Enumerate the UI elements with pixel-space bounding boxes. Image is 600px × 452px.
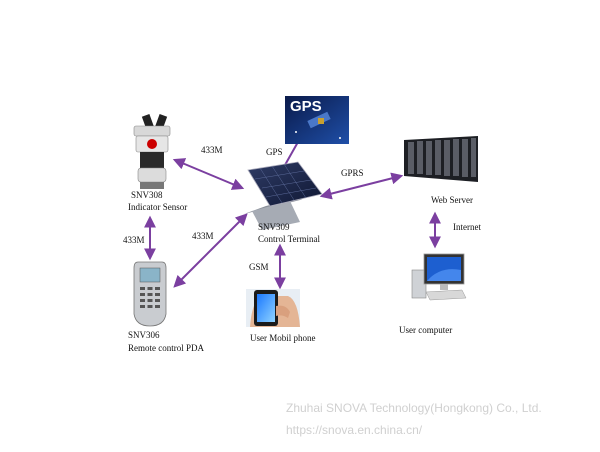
link-label-terminal-phone: GSM [249,262,269,272]
link-terminal-server [319,172,404,200]
sensor-model-label: SNV308 [131,190,163,200]
pda-model-label: SNV306 [128,330,160,340]
gps-badge-label: GPS [290,98,322,115]
desktop-computer-icon [411,253,467,301]
link-label-sensor-pda: 433M [123,235,145,245]
terminal-name-label: Control Terminal [258,234,320,244]
indicator-sensor-icon [133,114,171,189]
link-label-terminal-gps: GPS [266,147,283,157]
watermark-url: https://snova.en.china.cn/ [286,423,423,437]
sensor-name-label: Indicator Sensor [128,202,188,212]
user-phone-label: User Mobil phone [250,333,316,343]
terminal-model-label: SNV309 [258,222,290,232]
link-label-pda-terminal: 433M [192,231,214,241]
link-sensor-terminal [172,158,245,190]
link-label-terminal-server: GPRS [341,168,364,178]
user-computer-label: User computer [399,325,453,335]
gps-satellite-icon: GPS [285,96,349,144]
smartphone-icon [246,289,300,327]
pda-name-label: Remote control PDA [128,343,204,353]
link-label-server-computer: Internet [453,222,481,232]
solar-control-terminal-icon [244,161,323,230]
link-label-sensor-terminal: 433M [201,145,223,155]
link-pda-terminal [173,213,248,288]
watermark-company: Zhuhai SNOVA Technology(Hongkong) Co., L… [286,401,542,415]
web-server-label: Web Server [431,195,474,205]
server-rack-icon [404,136,478,182]
handheld-pda-icon [133,261,167,327]
